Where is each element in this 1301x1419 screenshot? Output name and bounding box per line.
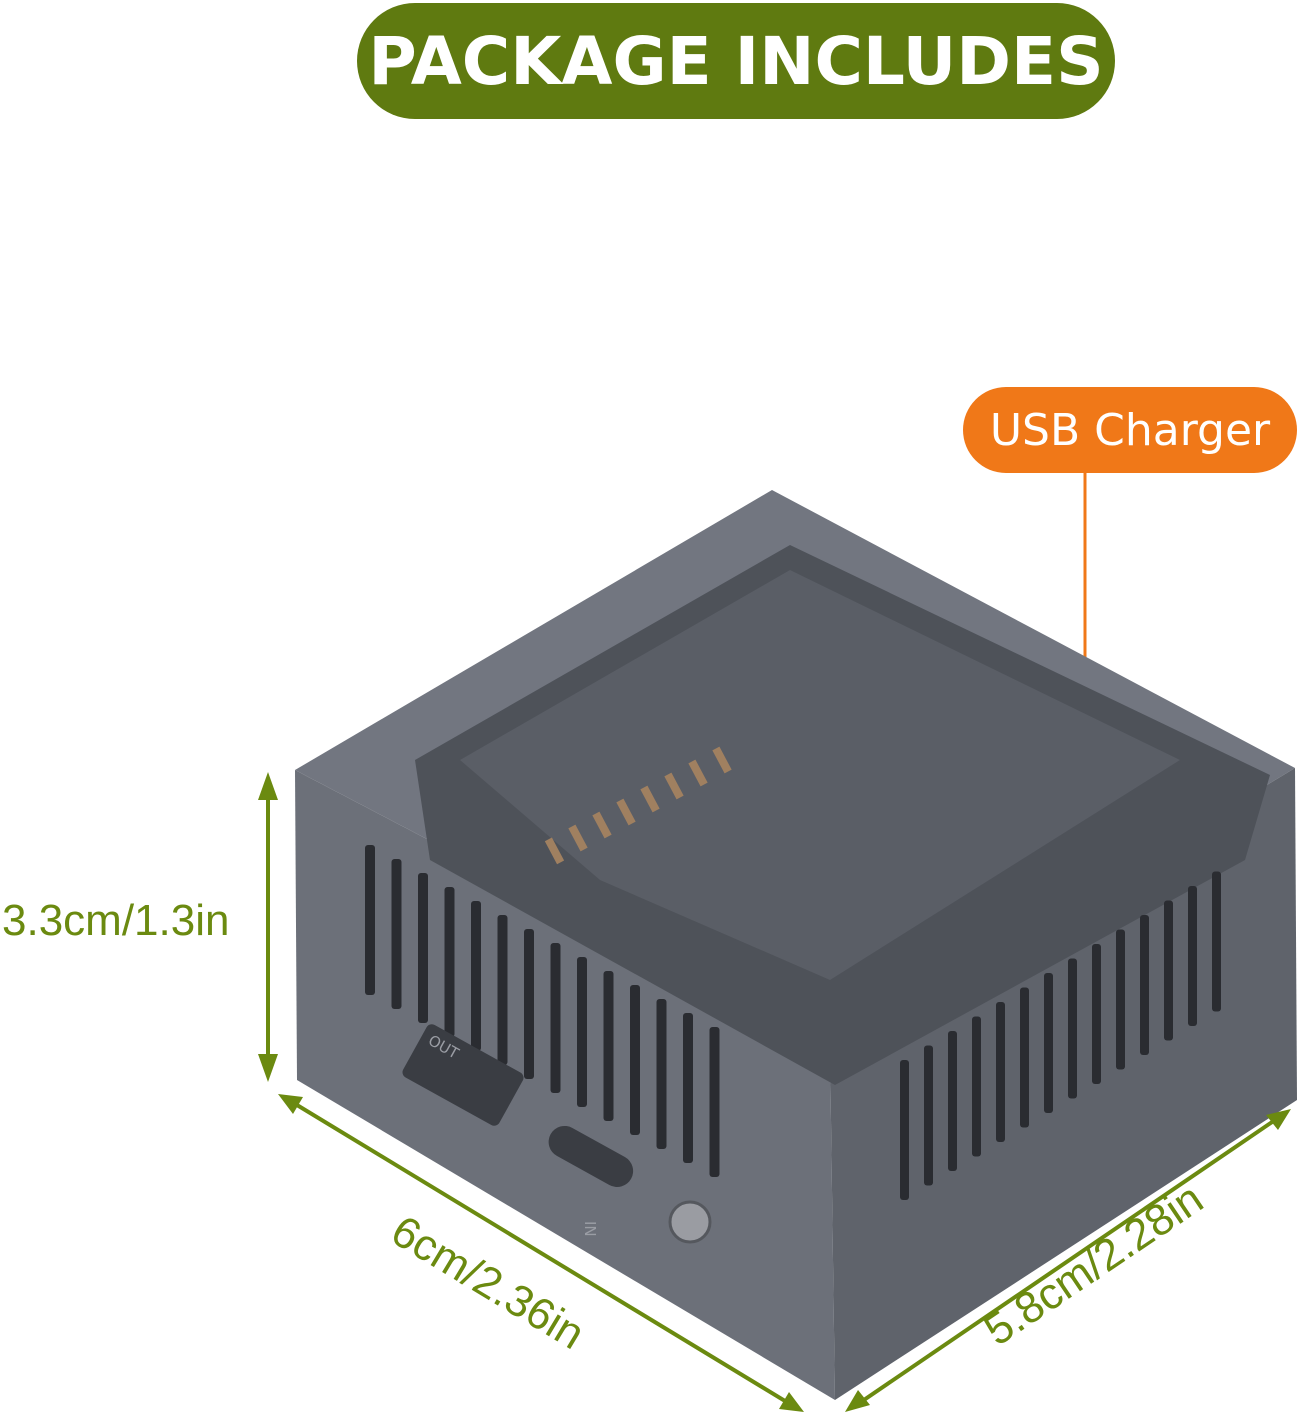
vent-slot	[497, 915, 508, 1065]
vent-slot	[924, 1045, 933, 1186]
vent-slot	[365, 845, 375, 995]
vent-slot	[1092, 944, 1101, 1084]
vent-slot	[948, 1031, 957, 1171]
screw	[668, 1200, 712, 1244]
vent-slot	[603, 971, 614, 1121]
vent-slot	[577, 957, 587, 1107]
vent-slot	[550, 943, 561, 1093]
usb-charger-callout: USB Charger	[963, 387, 1297, 473]
usb-a-port	[402, 1024, 524, 1126]
vent-slot	[1164, 900, 1173, 1041]
vent-slot	[391, 859, 402, 1009]
package-includes-title: PACKAGE INCLUDES	[357, 3, 1115, 119]
vent-slot	[418, 873, 428, 1023]
vent-slot	[1020, 987, 1029, 1128]
vent-slot	[1068, 958, 1077, 1099]
vent-slot	[1140, 915, 1149, 1055]
vent-slot	[683, 1013, 693, 1163]
vent-slot	[1188, 886, 1197, 1026]
vent-slot	[996, 1002, 1005, 1142]
vent-slot	[524, 929, 534, 1079]
height-dimension-label: 3.3cm/1.3in	[2, 896, 230, 945]
width-dimension-line	[290, 1100, 792, 1406]
vents-side	[900, 871, 1221, 1200]
vent-slot	[900, 1060, 909, 1200]
vent-slot	[972, 1016, 981, 1157]
vent-slot	[1044, 973, 1053, 1113]
depth-dimension-line	[856, 1116, 1280, 1406]
vent-slot	[709, 1027, 720, 1177]
vent-slot	[630, 985, 640, 1135]
charger-front-face	[295, 770, 835, 1400]
usb-c-port	[548, 1125, 634, 1188]
vent-slot	[1212, 871, 1221, 1012]
vent-slot	[656, 999, 667, 1149]
vent-slot	[444, 887, 455, 1037]
vent-slot	[471, 901, 481, 1051]
contact-pins	[544, 746, 732, 865]
in-label: IN	[581, 1221, 599, 1237]
charger-side-face	[830, 768, 1297, 1400]
vent-slot	[1116, 929, 1125, 1070]
vents-front	[365, 845, 720, 1177]
